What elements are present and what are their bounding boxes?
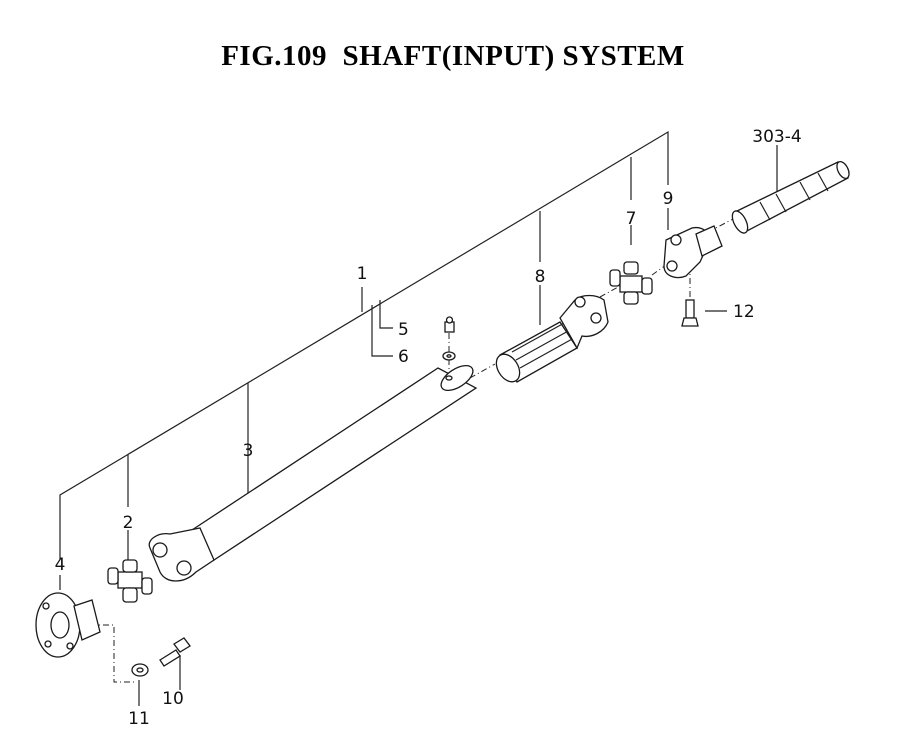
callout-9: 9: [663, 189, 674, 209]
callout-7: 7: [626, 209, 637, 229]
yoke-part-9: [663, 225, 723, 279]
callout-8: 8: [535, 267, 546, 287]
figure-title: FIG.109 SHAFT(INPUT) SYSTEM: [221, 40, 685, 72]
grease-nipple-part-5: [444, 316, 455, 333]
callout-12: 12: [733, 302, 755, 322]
callout-303-4: 303-4: [752, 127, 801, 147]
callout-3: 3: [243, 441, 254, 461]
tube-shaft-part-3: [148, 364, 478, 582]
universal-joint-part-7: [609, 261, 653, 305]
callout-1: 1: [357, 264, 368, 284]
flange-yoke-part-4: [35, 592, 101, 658]
callout-10: 10: [162, 689, 184, 709]
universal-joint-part-2: [107, 559, 153, 603]
callout-5: 5: [398, 320, 409, 340]
callout-4: 4: [55, 555, 66, 575]
callout-11: 11: [128, 709, 150, 729]
callout-6: 6: [398, 347, 409, 367]
bolt-part-12: [681, 299, 699, 327]
callout-labels: 1 2 3 4 5 6 7 8 9 10 11 12 303-4: [55, 127, 802, 729]
nut-part-11: [131, 663, 149, 677]
callout-2: 2: [123, 513, 134, 533]
slip-yoke-part-8: [495, 294, 609, 383]
washer-part-6: [442, 351, 456, 361]
input-shaft-part-303-4: [731, 161, 850, 234]
bolt-part-10: [159, 637, 191, 667]
